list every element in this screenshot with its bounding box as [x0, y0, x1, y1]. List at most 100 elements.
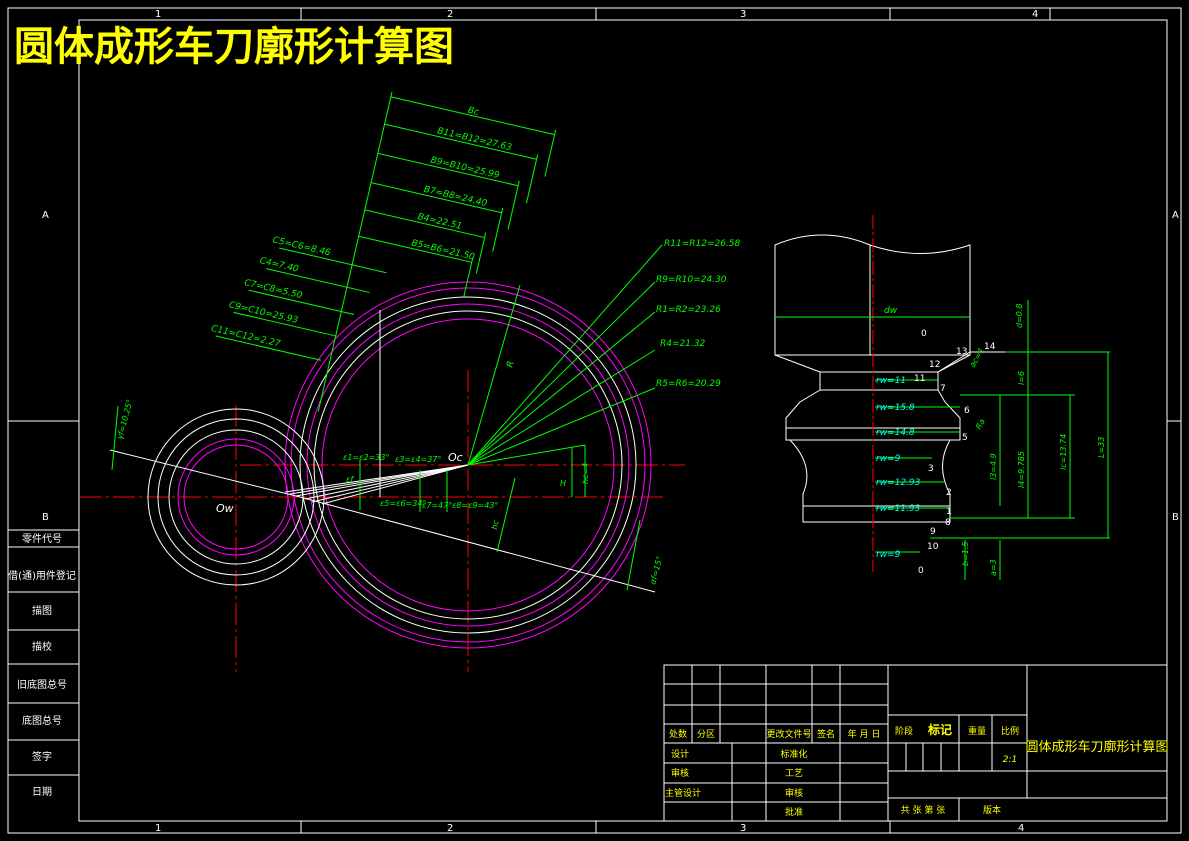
part-view: [774, 234, 1005, 523]
tb-chief: 主管设计: [665, 787, 701, 799]
tb-stage: 阶段: [895, 725, 913, 737]
zone-col-1-bottom: 1: [155, 823, 161, 834]
zone-row-a-left: A: [42, 210, 49, 221]
r-label-3: R4=21.32: [660, 339, 706, 349]
strip-trace-check: 描校: [32, 640, 52, 653]
part-radius-5: rw=11.93: [876, 504, 921, 514]
pt-0-bottom: 0: [918, 566, 924, 576]
drawing-frame: [7, 7, 1182, 834]
tb-chg-sign: 签名: [817, 728, 835, 740]
tb-design: 设计: [671, 748, 689, 760]
eps-label-4: ε8=ε9=43°: [452, 501, 498, 510]
page-title: 圆体成形车刀廓形计算图: [14, 24, 454, 70]
tb-sheet: 共 张 第 张: [901, 804, 946, 816]
left-strip: [8, 529, 79, 776]
part-radius-3: rw=9: [876, 454, 901, 464]
pt-8: 8: [945, 518, 951, 528]
pt-6: 6: [964, 406, 970, 416]
eps-label-f: εf: [346, 475, 354, 484]
tb-standard: 标准化: [780, 748, 807, 760]
dim-L: L=33: [1097, 437, 1106, 458]
dim-d: d=0.8: [1015, 303, 1024, 328]
dim-lc: lc=13.74: [1059, 434, 1068, 470]
tb-chg-count: 处数: [669, 728, 687, 740]
eps-label-2: ε5=ε6=34°: [380, 499, 426, 508]
h-label: H: [560, 479, 566, 488]
dim-b: b=1.5: [961, 541, 970, 566]
dim-l: l=6: [1017, 371, 1026, 385]
r-label-4: R5=R6=20.29: [656, 379, 721, 389]
rake-lines: [109, 310, 656, 593]
part-radius-4: rw=12.93: [876, 478, 921, 488]
zone-col-4-bottom: 4: [1018, 823, 1024, 834]
zone-col-2-top: 2: [447, 9, 453, 20]
tb-audit: 审核: [785, 787, 803, 799]
part-radius-1: rw=15.8: [876, 403, 915, 413]
radius-labels: R11=R12=26.58 R9=R10=24.30 R1=R2=23.26 R…: [505, 239, 740, 389]
zone-col-2-bottom: 2: [447, 823, 453, 834]
dim-l3: l3=4.9: [989, 453, 998, 480]
r-label-0: R11=R12=26.58: [664, 239, 741, 249]
tb-mark: 标记: [927, 722, 952, 737]
strip-part-code: 零件代号: [22, 533, 62, 545]
c-dimensions: C5=C6=8.46 C4=7.40 C7=C8=5.50 C9=C10=25.…: [210, 235, 387, 361]
c-label-0: C5=C6=8.46: [272, 235, 332, 258]
pt-5: 5: [962, 433, 968, 443]
zone-row-a-right: A: [1172, 210, 1179, 221]
zone-row-b-right: B: [1172, 512, 1179, 523]
r-label-main: R: [505, 360, 516, 369]
eps-label-3: ε7=47°: [422, 501, 452, 510]
hc-label: hc: [490, 519, 501, 530]
dim-ra: Ra: [974, 417, 987, 431]
center-label-ow: Ow: [216, 502, 234, 515]
strip-borrowed: 借(通)用件登记: [8, 569, 76, 582]
zone-labels: 1 2 3 4 1 2 3 4 A B A B: [42, 9, 1179, 834]
title-block-text: 处数 分区 更改文件号 签名 年 月 日 设计 审核 主管设计 标准化 工艺 审…: [665, 722, 1169, 818]
title-block: [663, 664, 1168, 822]
part-dim-labels: d=0.8 l=6 l3=4.9 l4=9.785 lc=13.74 L=33 …: [961, 303, 1106, 576]
tb-review: 审核: [671, 767, 689, 779]
b-label-1: B11=B12=27.63: [436, 126, 513, 153]
zone-col-3-bottom: 3: [740, 823, 746, 834]
part-radius-6: rw=9: [876, 550, 901, 560]
tb-chg-date: 年 月 日: [848, 728, 881, 740]
strip-date: 日期: [32, 786, 52, 798]
pt-9: 9: [930, 527, 936, 537]
tb-scale: 比例: [1001, 725, 1019, 737]
b-dimensions: Bc B11=B12=27.63 B9=B10=25.99 B7=B8=24.4…: [317, 91, 557, 412]
r-label-1: R9=R10=24.30: [656, 275, 727, 285]
part-point-numbers: 14 13 12 11 7 6 5 3 2 1 8 9 10 0 0: [914, 329, 996, 576]
angle-annotations: γf=10.25° αf=15° ε1=ε2=33° ε3=ε4=37° ε5=…: [115, 398, 664, 585]
tb-chg-zone: 分区: [697, 729, 715, 740]
eps-label-1: ε3=ε4=37°: [395, 455, 441, 464]
strip-base-no: 底图总号: [22, 714, 62, 727]
radius-leaders: [467, 244, 663, 466]
alpha-label: αf=15°: [648, 555, 664, 585]
tb-version: 版本: [983, 804, 1001, 816]
pt-7: 7: [940, 384, 946, 394]
center-labels: Oc Ow: [216, 451, 463, 515]
pt-11: 11: [914, 374, 925, 384]
dim-ac: ac=1: [968, 346, 986, 369]
part-diameter-label: dw: [884, 306, 898, 316]
r-label-2: R1=R2=23.26: [656, 305, 721, 315]
b-label-2: B9=B10=25.99: [429, 156, 500, 182]
tb-process: 工艺: [785, 768, 803, 779]
pt-1: 1: [946, 507, 952, 517]
tb-scale-value: 2:1: [1003, 755, 1017, 765]
tb-approve: 批准: [785, 806, 803, 818]
zone-col-4-top: 4: [1032, 9, 1038, 20]
part-radius-0: rw=11: [876, 376, 906, 386]
b-label-0: Bc: [467, 106, 480, 118]
angle-dim-lines: [111, 405, 641, 591]
dim-a: a=3: [989, 559, 998, 576]
center-label-oc: Oc: [448, 451, 463, 464]
zone-col-1-top: 1: [155, 9, 161, 20]
part-radius-2: rw=14.8: [876, 428, 915, 438]
pt-10: 10: [927, 542, 939, 552]
c-label-2: C7=C8=5.50: [243, 278, 303, 301]
strip-tracing: 描图: [32, 604, 52, 617]
gamma-label: γf=10.25°: [115, 398, 134, 440]
tb-weight: 重量: [968, 725, 986, 737]
